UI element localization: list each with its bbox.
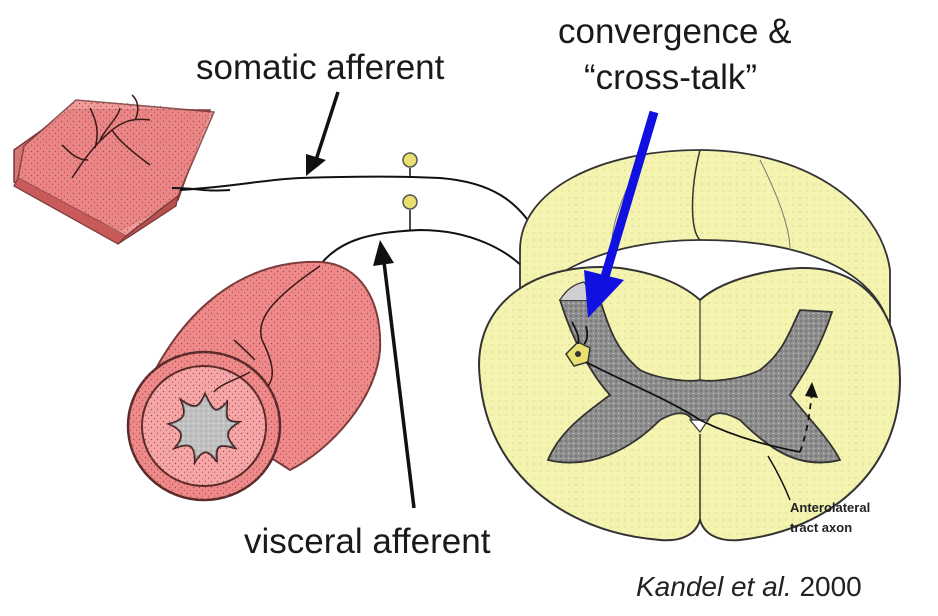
anterolateral-axon	[585, 361, 801, 453]
somatic-ganglion-cell	[402, 152, 418, 168]
citation: Kandel et al. 2000	[636, 571, 862, 603]
lumen-star	[165, 391, 243, 466]
somatic-afferent-label: somatic afferent	[196, 48, 445, 87]
convergence-label-line2: “cross-talk”	[584, 58, 758, 97]
ascending-arrowhead-icon	[805, 382, 818, 398]
convergence-arrow	[584, 110, 659, 318]
intestine	[126, 260, 382, 502]
convergence-label-line1: convergence &	[558, 12, 792, 51]
citation-year: 2000	[791, 571, 862, 602]
somatic-pointer-arrow	[306, 91, 340, 176]
anterolateral-label-line2: tract axon	[790, 520, 853, 535]
visceral-pointer-arrow	[373, 240, 416, 509]
visceral-afferent-label: visceral afferent	[244, 522, 491, 561]
anterolateral-label-line1: Anterolateral	[790, 500, 871, 515]
spinal-cord	[478, 149, 902, 542]
skin-patch	[13, 94, 216, 245]
citation-authors: Kandel et al.	[636, 571, 792, 602]
visceral-ganglion-cell	[402, 194, 418, 210]
